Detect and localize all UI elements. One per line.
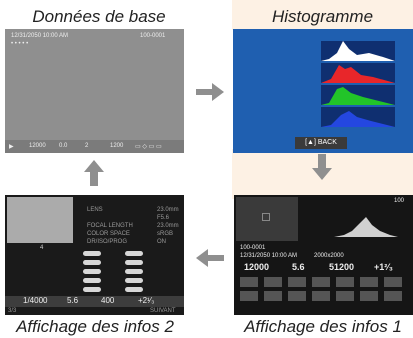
info2-value-2: 23.0mm (157, 223, 179, 229)
info2-bar (83, 251, 101, 256)
play-icon: ▶ (9, 144, 14, 150)
setting-icon (264, 291, 282, 301)
setting-icon (312, 277, 330, 287)
setting-icon (336, 277, 354, 287)
caption-info2: Affichage des infos 2 (16, 317, 174, 336)
back-label: BACK (317, 139, 337, 146)
info2-bar (125, 287, 143, 292)
info2-bar (125, 269, 143, 274)
basic-aperture: 2 (85, 143, 89, 149)
info1-ev: +1²⁄₃ (374, 262, 393, 272)
status-icons: ▭ ◇ ▭ ▭ (135, 144, 162, 150)
back-key-icon: [▲] (305, 139, 318, 146)
setting-icon (288, 291, 306, 301)
info2-ev: +2¹⁄₃ (138, 296, 155, 305)
arrow-left-icon (196, 249, 224, 267)
info2-item-2: COLOR SPACE (87, 231, 130, 237)
info2-screen: 4 LENS FOCAL LENGTH COLOR SPACE DR/ISO/P… (5, 195, 184, 315)
info1-iso: 51200 (329, 262, 355, 272)
focus-frame-icon (262, 213, 270, 221)
info1-file-no: 100-0001 (240, 245, 266, 251)
histogram-graphics (321, 41, 395, 127)
basic-ev: 0.0 (59, 143, 68, 149)
basic-datetime: 12/31/2050 10:00 AM (11, 33, 69, 39)
info2-aperture: 5.6 (67, 296, 79, 305)
caption-info1: Affichage des infos 1 (244, 317, 402, 336)
setting-icon (336, 291, 354, 301)
info2-counter: 3/3 (8, 308, 17, 314)
info1-shutter: 12000 (244, 262, 270, 272)
caption-histogram-bg (232, 0, 413, 30)
basic-status-bar: ▶ 12000 0.0 2 1200 ▭ ◇ ▭ ▭ (5, 140, 184, 153)
info1-size: 2000x2000 (314, 253, 344, 259)
setting-icon (240, 291, 258, 301)
info1-aperture: 5.6 (292, 262, 305, 272)
info1-histogram (334, 217, 398, 237)
info2-value-0: 23.0mm (157, 207, 179, 213)
info2-iso: 400 (101, 296, 115, 305)
setting-icon (288, 277, 306, 287)
battery-icon: 100 (394, 198, 405, 204)
info2-next-button[interactable]: SUIVANT (150, 308, 176, 314)
info2-bar (125, 260, 143, 265)
info2-value-4: ON (157, 239, 166, 245)
basic-dots: • • • • • (11, 41, 29, 47)
basic-iso: 12000 (29, 143, 46, 149)
info2-bar (83, 260, 101, 265)
setting-icon (360, 277, 378, 287)
info2-item-3: DR/ISO/PROG (87, 239, 128, 245)
info2-bar (125, 278, 143, 283)
arrow-down-icon (312, 154, 332, 180)
info2-item-0: LENS (87, 207, 103, 213)
info1-thumbnail (236, 197, 298, 241)
info2-item-1: FOCAL LENGTH (87, 223, 133, 229)
info2-value-1: F5.6 (157, 215, 170, 221)
info2-value-3: sRGB (157, 231, 174, 237)
info2-bar (125, 251, 143, 256)
setting-icon (240, 277, 258, 287)
basic-data-screen: 12/31/2050 10:00 AM • • • • • 100-0001 ▶… (5, 29, 184, 153)
setting-icon (384, 291, 402, 301)
info2-bar (83, 287, 101, 292)
info1-screen: 100 100-0001 12/31/2050 10:00 AM 2000x20… (234, 195, 413, 315)
setting-icon (360, 291, 378, 301)
info2-magnify: 4 (40, 245, 44, 251)
back-button[interactable]: [▲] BACK (295, 137, 347, 149)
basic-shutter: 1200 (110, 143, 124, 149)
info2-bar (83, 278, 101, 283)
setting-icon (384, 277, 402, 287)
arrow-right-icon (196, 83, 224, 101)
setting-icon (264, 277, 282, 287)
info2-thumbnail (7, 197, 73, 243)
info2-shutter: 1/4000 (23, 296, 48, 305)
basic-file-no: 100-0001 (140, 33, 166, 39)
setting-icon (312, 291, 330, 301)
caption-basic-data: Données de base (32, 7, 166, 26)
info2-exposure-bar: 1/4000 5.6 400 +2¹⁄₃ (5, 296, 184, 307)
caption-histogram: Histogramme (271, 7, 374, 26)
info2-bar (83, 269, 101, 274)
info1-datetime: 12/31/2050 10:00 AM (240, 253, 298, 259)
histogram-screen: [▲] BACK (233, 29, 413, 153)
arrow-up-icon (84, 160, 104, 186)
